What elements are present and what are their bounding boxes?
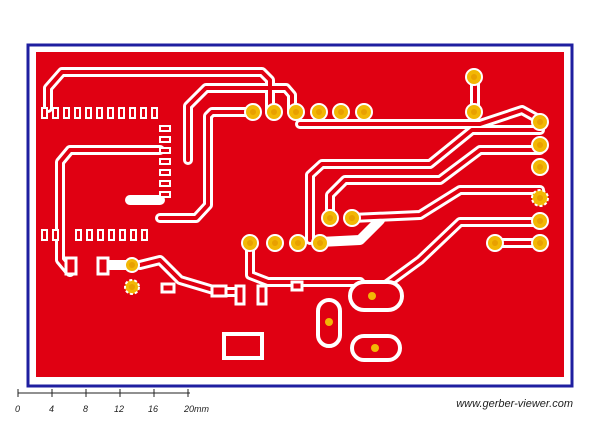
pad [531, 234, 549, 252]
pad [321, 209, 339, 227]
pad [265, 103, 283, 121]
pad [465, 103, 483, 121]
pad [531, 189, 549, 207]
pad [310, 103, 328, 121]
pad [266, 234, 284, 252]
pad [332, 103, 350, 121]
pad [325, 318, 333, 326]
pad [465, 68, 483, 86]
pad [287, 103, 305, 121]
watermark-link[interactable]: www.gerber-viewer.com [456, 398, 573, 410]
through-hole-pads [124, 68, 549, 352]
oval-pads [316, 280, 404, 362]
scale-tick-label: 16 [148, 404, 158, 414]
scale-tick-label: 20mm [183, 404, 210, 414]
smd-pads-top-row [41, 107, 158, 119]
copper-pour [36, 52, 564, 377]
scale-tick-label: 0 [15, 404, 20, 414]
pad [311, 234, 329, 252]
smd-pads-bottom-row [41, 229, 148, 241]
pad [289, 234, 307, 252]
scale-tick-label: 4 [49, 404, 54, 414]
pad [241, 234, 259, 252]
pad [531, 158, 549, 176]
pad [368, 292, 376, 300]
scale-bar [17, 389, 190, 397]
pad [343, 209, 361, 227]
scale-tick-label: 12 [114, 404, 124, 414]
smd-components [64, 256, 304, 306]
pad [531, 113, 549, 131]
scale-tick-label: 8 [83, 404, 88, 414]
rect-pad-bottom [222, 332, 264, 360]
pad [486, 234, 504, 252]
pad [124, 257, 140, 273]
pad [371, 344, 379, 352]
smd-pads-right-column [159, 125, 171, 198]
pad [355, 103, 373, 121]
pad [531, 212, 549, 230]
pad [124, 279, 140, 295]
pad [531, 136, 549, 154]
pad [244, 103, 262, 121]
